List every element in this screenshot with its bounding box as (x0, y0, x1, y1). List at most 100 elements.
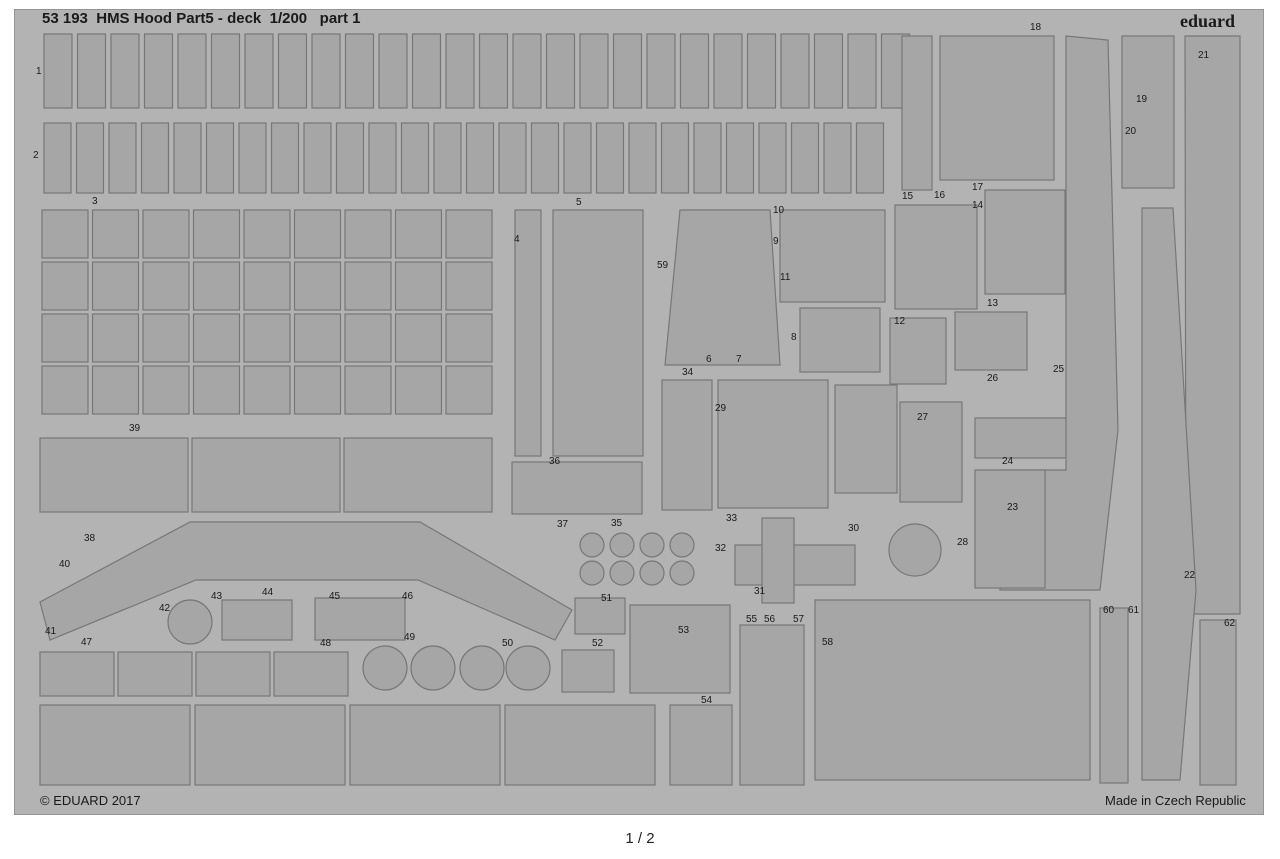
railing-section (433, 122, 462, 194)
part-number-label: 44 (262, 587, 274, 598)
railing-section (823, 122, 852, 194)
part-number-label: 50 (502, 638, 514, 649)
deck-strip (39, 437, 189, 513)
part-24 (974, 417, 1076, 459)
part-51 (574, 597, 626, 635)
page-indicator: 1 / 2 (625, 830, 655, 847)
part-36 (511, 461, 643, 515)
truss-panel (394, 261, 443, 311)
truss-panel (41, 365, 89, 415)
truss-panel (293, 209, 342, 259)
part-number-label: 13 (987, 298, 999, 309)
railing-section (143, 33, 174, 109)
truss-panel (243, 313, 291, 363)
railing-section (780, 33, 810, 109)
truss-panel (445, 313, 493, 363)
copyright-text: © EDUARD 2017 (40, 793, 141, 808)
part-number-label: 38 (84, 533, 96, 544)
railing-section (478, 33, 509, 109)
part-number-label: 40 (59, 559, 71, 570)
railing-section (612, 33, 643, 109)
strip-60-61 (1099, 607, 1129, 784)
part-number-label: 1 (36, 66, 42, 77)
part-52 (561, 649, 615, 693)
part-number-label: 43 (211, 591, 223, 602)
cradle-27b (899, 401, 963, 503)
part-number-label: 56 (764, 614, 776, 625)
railing-section (813, 33, 844, 109)
part-number-label: 47 (81, 637, 93, 648)
railing-section (545, 33, 576, 109)
part-number-label: 10 (773, 205, 785, 216)
disc-35 (669, 532, 695, 558)
truss-panel (445, 365, 493, 415)
disc-35 (579, 532, 605, 558)
railing-section (303, 122, 332, 194)
railing-section (512, 33, 542, 109)
part-number-label: 24 (1002, 456, 1014, 467)
part-number-label: 49 (404, 632, 416, 643)
part-number-label: 53 (678, 625, 690, 636)
disc-43 (167, 599, 213, 645)
deck-21 (1184, 35, 1241, 615)
grating-58 (814, 599, 1091, 781)
railing-section (713, 33, 743, 109)
bent-deck-piece (39, 521, 573, 641)
railing-section (110, 33, 140, 109)
truss-panel (91, 365, 140, 415)
truss-panel (91, 313, 140, 363)
part-number-label: 21 (1198, 50, 1210, 61)
truss-panel (192, 209, 241, 259)
truss-panel (243, 365, 291, 415)
railing-section (140, 122, 170, 194)
truss-panel (344, 261, 392, 311)
part-number-label: 37 (557, 519, 569, 530)
cradle-14 (894, 204, 978, 310)
truss-panel (293, 261, 342, 311)
part-number-label: 19 (1136, 94, 1148, 105)
truss-panel (394, 209, 443, 259)
part-number-label: 31 (754, 586, 766, 597)
part-number-label: 20 (1125, 126, 1137, 137)
railing-section (76, 33, 107, 109)
etched-parts (39, 33, 1241, 786)
railing-section (177, 33, 207, 109)
part-number-label: 39 (129, 423, 141, 434)
disc-35 (669, 560, 695, 586)
part-number-label: 17 (972, 182, 984, 193)
truss-panel (344, 313, 392, 363)
truss-panel (243, 261, 291, 311)
truss-panel (293, 313, 342, 363)
part-number-label: 48 (320, 638, 332, 649)
ladder-62 (1199, 619, 1237, 786)
panels-6-7 (664, 209, 781, 366)
part-number-label: 41 (45, 626, 57, 637)
truss-panel (142, 209, 190, 259)
part-number-label: 29 (715, 403, 727, 414)
railing-section (311, 33, 341, 109)
deck-strip (191, 437, 341, 513)
railing-section (43, 33, 73, 109)
railing-section (210, 33, 241, 109)
part-number-label: 6 (706, 354, 712, 365)
disc-35 (609, 560, 635, 586)
railing-section (579, 33, 609, 109)
part-number-label: 42 (159, 603, 171, 614)
truss-panel (192, 313, 241, 363)
truss-panel (192, 261, 241, 311)
part-number-label: 11 (780, 272, 791, 283)
part-number-label: 4 (514, 234, 520, 245)
part-number-label: 5 (576, 197, 582, 208)
cradle-27 (834, 384, 898, 494)
truss-panel (41, 313, 89, 363)
railing-section (244, 33, 274, 109)
part-number-label: 3 (92, 196, 98, 207)
deck-22 (1141, 207, 1197, 781)
truss-panel (142, 261, 190, 311)
part-number-label: 36 (549, 456, 561, 467)
truss-panel (41, 209, 89, 259)
railing-section (628, 122, 657, 194)
panel-5 (552, 209, 644, 457)
railing-section (205, 122, 235, 194)
